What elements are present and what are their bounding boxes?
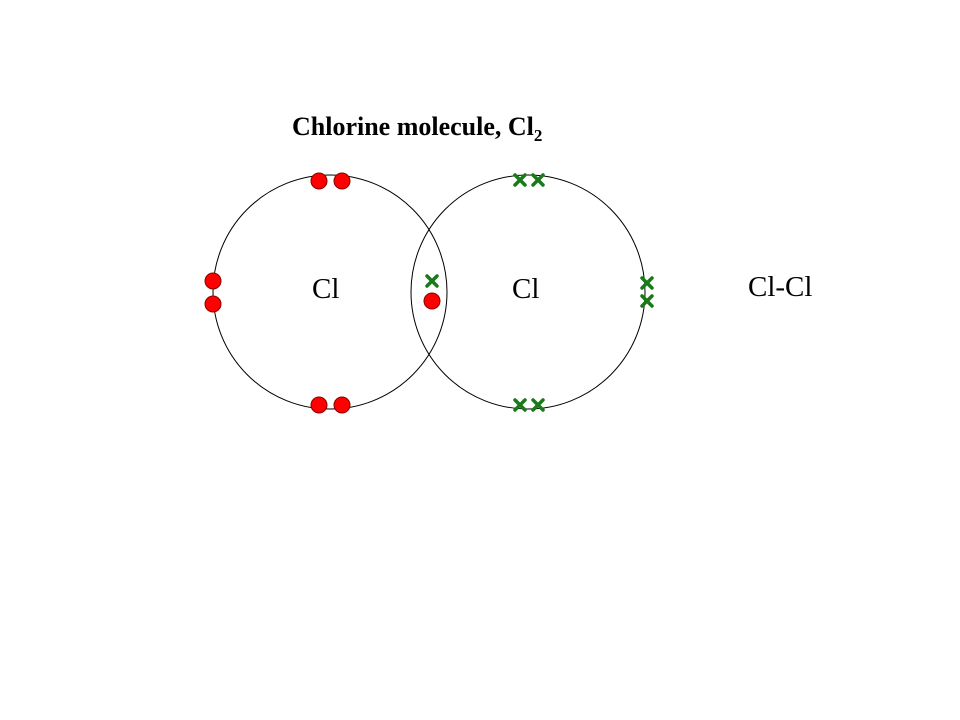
left-atom-electrons <box>204 172 441 414</box>
title-text: Chlorine molecule, Cl <box>292 112 534 141</box>
title-subscript: 2 <box>533 126 543 145</box>
electron-dot <box>333 172 351 190</box>
electron-cross <box>531 398 545 412</box>
left-atom-label: Cl <box>312 273 340 305</box>
electron-dot <box>333 396 351 414</box>
electron-dot <box>204 272 222 290</box>
electron-cross <box>640 294 654 308</box>
diagram-title: Chlorine molecule, Cl2 <box>292 112 542 146</box>
electron-dot <box>310 396 328 414</box>
electron-cross <box>640 276 654 290</box>
right-atom-shell <box>410 174 646 410</box>
electron-cross <box>513 398 527 412</box>
electron-dot <box>204 295 222 313</box>
electron-cross <box>513 173 527 187</box>
shared-electron-dot <box>423 292 441 310</box>
left-atom-shell <box>212 174 448 410</box>
electron-dot <box>310 172 328 190</box>
electron-cross <box>531 173 545 187</box>
right-atom-electrons <box>425 173 654 412</box>
right-atom-label: Cl <box>512 273 540 305</box>
shared-electron-cross <box>425 274 439 288</box>
structural-formula: Cl-Cl <box>748 271 813 303</box>
